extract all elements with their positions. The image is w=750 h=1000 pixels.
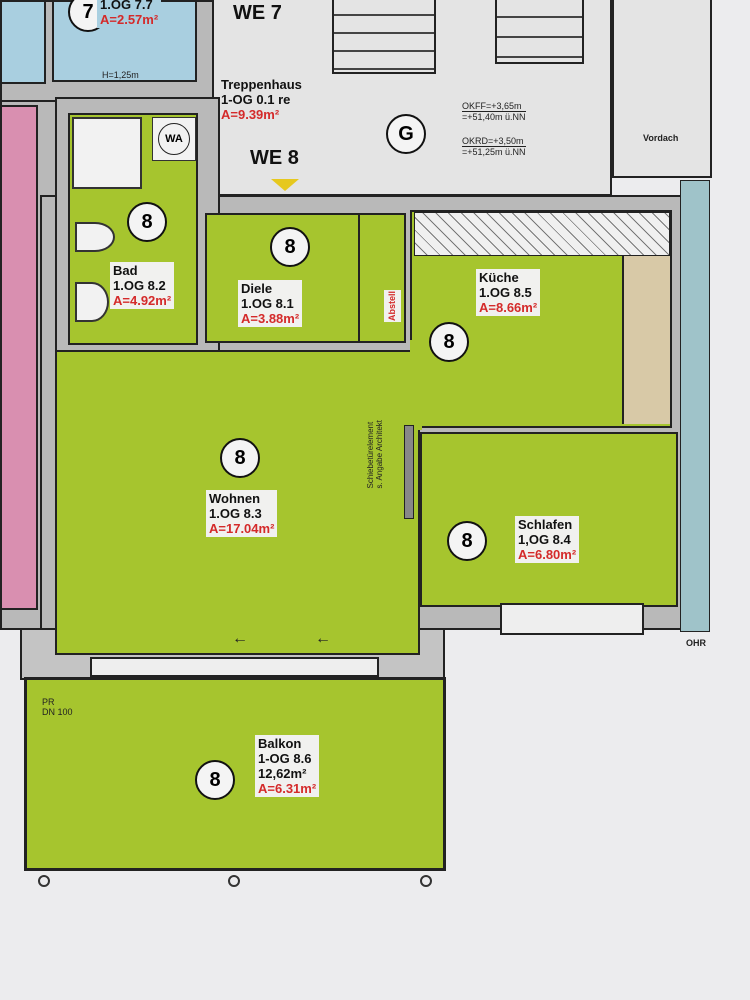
sliding-door-note: Schiebetürelement s. Angabe Architekt [366, 420, 384, 489]
vordach-label: Vordach [643, 133, 679, 143]
stairs-left [332, 0, 436, 74]
unit-we8-label: WE 8 [250, 147, 299, 169]
post-icon-1 [38, 875, 50, 887]
room-abstell [358, 213, 406, 343]
room-number-balkon: 8 [195, 760, 235, 800]
room-number-diele: 8 [270, 227, 310, 267]
room-number-wohnen: 8 [220, 438, 260, 478]
facade-insulation [680, 180, 710, 632]
room-schlafen [420, 432, 678, 607]
sliding-arrow-icon-2: ← [315, 630, 331, 647]
drain-note: PR DN 100 [42, 697, 73, 717]
label-abstell: Abstell [384, 290, 401, 323]
label-bad: Bad 1.OG 8.2 A=4.92m² [110, 262, 175, 309]
sliding-arrow-icon-1: ← [232, 630, 248, 647]
bedroom-window [500, 603, 644, 635]
level-okff: OKFF=+3,65m =+51,40m ü.NN [462, 101, 526, 122]
stairs-right [495, 0, 584, 64]
room-number-bad: 8 [127, 202, 167, 242]
room-number-kueche: 8 [429, 322, 469, 362]
room-balkon [24, 677, 446, 871]
stair-marker: G [386, 114, 426, 154]
washing-machine-icon: WA [152, 117, 196, 161]
sink-icon [75, 282, 109, 322]
post-icon-2 [228, 875, 240, 887]
post-icon-3 [420, 875, 432, 887]
label-kueche: Küche 1.OG 8.5 A=8.66m² [476, 269, 541, 316]
unit-we7-label: WE 7 [233, 2, 282, 24]
entrance-triangle-icon [271, 179, 299, 191]
ohr-note: OHR [686, 638, 706, 648]
sliding-door [404, 425, 414, 519]
level-okrd: OKRD=+3,50m =+51,25m ü.NN [462, 136, 526, 157]
neighbor-height: H=1,25m [102, 70, 139, 80]
label-wohnen: Wohnen 1.OG 8.3 A=17.04m² [206, 490, 278, 537]
neighbor-label: 1.OG 7.7 A=2.57m² [97, 0, 162, 28]
neighbor-pink-room [0, 105, 38, 610]
stair-label: Treppenhaus 1-OG 0.1 re A=9.39m² [221, 77, 302, 122]
balcony-door [90, 657, 379, 677]
label-diele: Diele 1.OG 8.1 A=3.88m² [238, 280, 303, 327]
toilet-icon [75, 222, 115, 252]
neighbor-bath-small [0, 0, 46, 84]
kitchen-side-counter [622, 256, 670, 424]
room-wohnen-extension [410, 340, 422, 430]
washing-machine-label: WA [158, 123, 190, 155]
shower-tray [72, 117, 142, 189]
label-balkon: Balkon 1-OG 8.6 12,62m² A=6.31m² [255, 735, 320, 797]
label-schlafen: Schlafen 1,OG 8.4 A=6.80m² [515, 516, 580, 563]
room-number-schlafen: 8 [447, 521, 487, 561]
vordach-area [612, 0, 712, 178]
kitchen-counter [414, 212, 670, 256]
